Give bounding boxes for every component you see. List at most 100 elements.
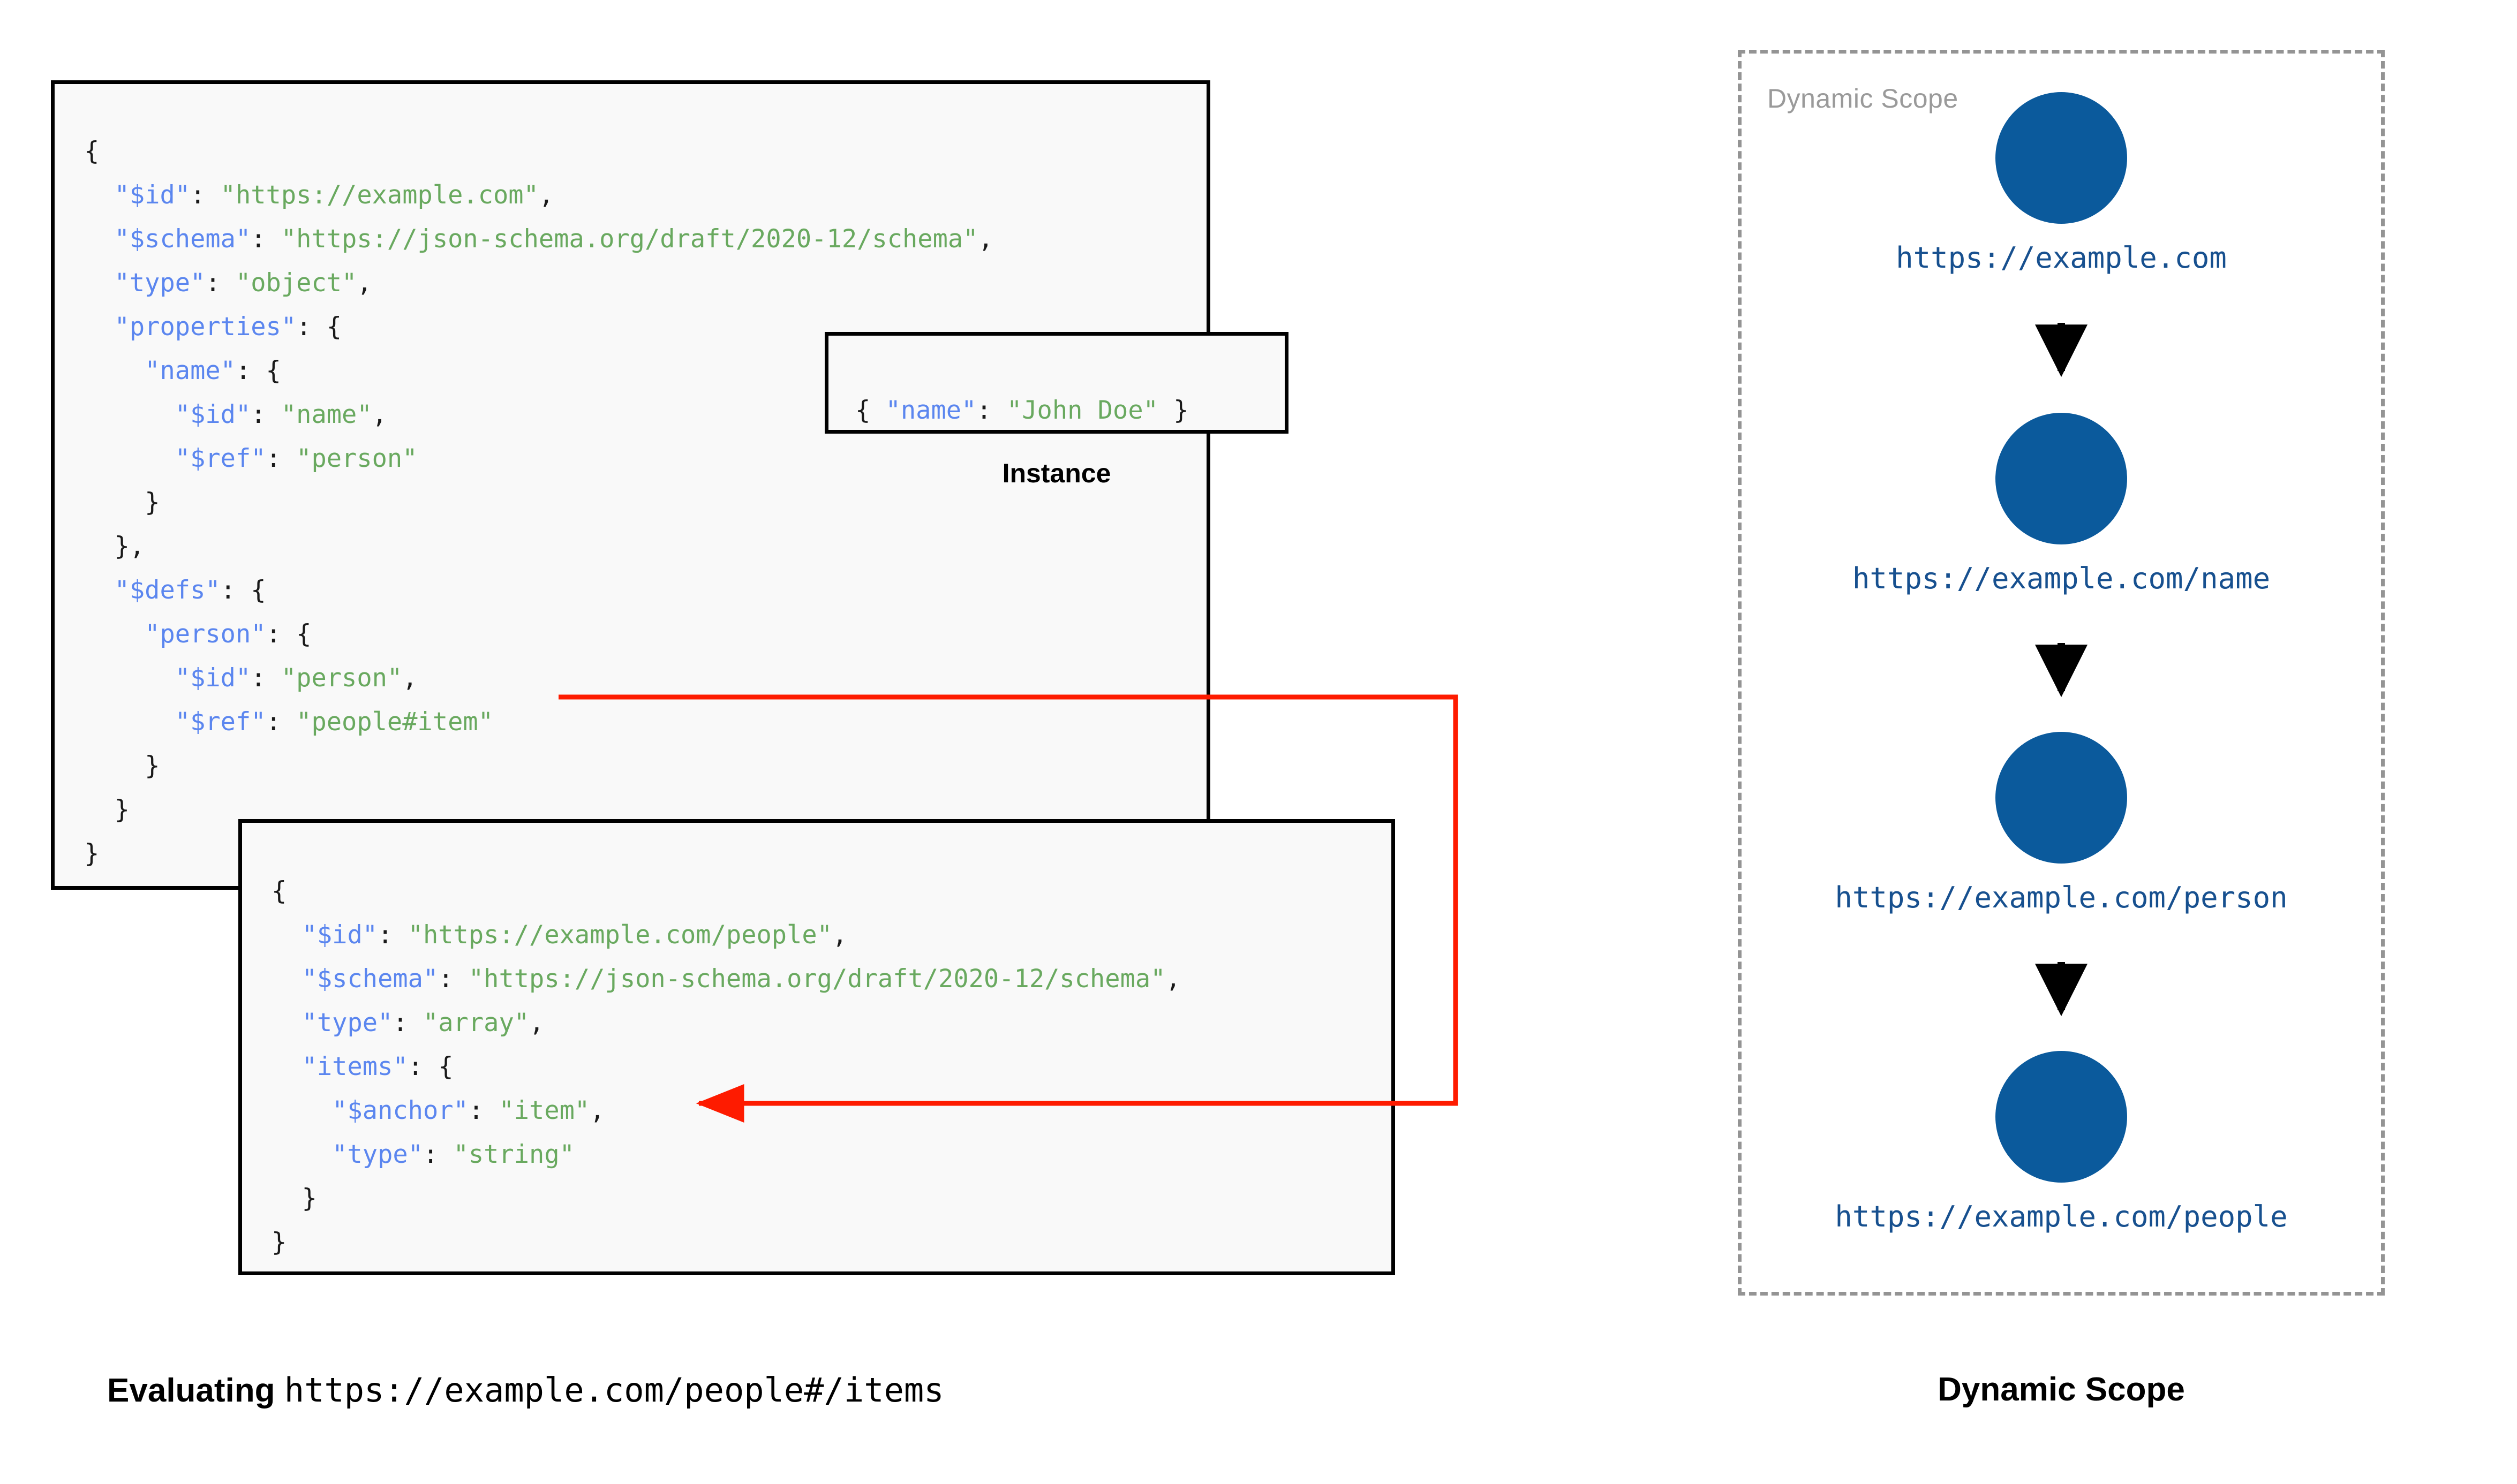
code-token-k: "$id" (175, 663, 251, 693)
code-token-s: "https://example.com" (220, 180, 539, 210)
code-token-p: : { (235, 356, 281, 385)
code-token-k: "$ref" (175, 707, 266, 737)
code-line: } (84, 488, 160, 517)
code-token-s: "https://json-schema.org/draft/2020-12/s… (281, 224, 978, 254)
code-token-p: : (438, 964, 469, 994)
code-line: "type": "string" (272, 1140, 575, 1169)
code-token-s: "https://example.com/people" (408, 920, 832, 950)
dynamic-scope-panel-label: Dynamic Scope (1767, 84, 1958, 113)
code-token-p: , (538, 180, 554, 210)
right-caption: Dynamic Scope (1938, 1371, 2185, 1408)
instance-code: { "name": "John Doe" } (855, 389, 1189, 433)
code-token-p: : { (266, 619, 312, 649)
code-token-p: { (84, 137, 100, 166)
code-line: "items": { (272, 1052, 454, 1081)
code-token-p: } (302, 1184, 317, 1213)
code-token-p: : (393, 1008, 423, 1038)
dynamic-scope-node (1995, 1051, 2127, 1183)
code-token-p: , (1165, 964, 1181, 994)
code-token-p: : (251, 224, 281, 254)
code-token-k: "$id" (114, 180, 191, 210)
code-token-k: "type" (114, 268, 206, 298)
code-token-k: "type" (302, 1008, 393, 1038)
code-token-p: } (1158, 396, 1189, 425)
left-caption-label: Evaluating (107, 1372, 275, 1409)
code-line: "$id": "name", (84, 400, 387, 429)
code-token-k: "$defs" (114, 576, 221, 605)
code-line: "$schema": "https://json-schema.org/draf… (84, 224, 993, 254)
code-token-p: }, (114, 532, 145, 561)
dynamic-scope-node-label: https://example.com/people (1835, 1200, 2288, 1233)
code-token-p: : (266, 707, 297, 737)
code-line: } (272, 1184, 317, 1213)
code-token-p: , (529, 1008, 545, 1038)
code-line: "$id": "https://example.com/people", (272, 920, 848, 950)
code-token-p: , (978, 224, 993, 254)
code-token-p: , (372, 400, 387, 429)
code-line: } (84, 839, 99, 868)
code-token-p: } (145, 488, 160, 517)
code-token-k: "$anchor" (332, 1096, 469, 1125)
code-token-p: : (378, 920, 408, 950)
code-token-s: "person" (296, 444, 418, 473)
code-token-s: "people#item" (296, 707, 494, 737)
code-line: "person": { (84, 619, 311, 649)
code-token-p: { (272, 876, 287, 906)
code-line: "$schema": "https://json-schema.org/draf… (272, 964, 1181, 994)
code-token-k: "$schema" (114, 224, 251, 254)
code-token-s: "person" (281, 663, 403, 693)
code-line: { "name": "John Doe" } (855, 396, 1189, 425)
code-token-s: "name" (281, 400, 372, 429)
code-token-k: "person" (145, 619, 266, 649)
code-line: "$ref": "person" (84, 444, 418, 473)
code-token-s: "object" (235, 268, 357, 298)
code-token-k: "type" (332, 1140, 423, 1169)
code-line: "$ref": "people#item" (84, 707, 493, 737)
code-token-p: : (251, 663, 281, 693)
code-line: } (84, 751, 160, 781)
code-token-p: , (832, 920, 848, 950)
dynamic-scope-node (1995, 92, 2127, 224)
code-token-p: : (423, 1140, 454, 1169)
people-schema-box: { "$id": "https://example.com/people", "… (238, 819, 1395, 1275)
code-line: "$id": "https://example.com", (84, 180, 554, 210)
code-token-p: : (266, 444, 297, 473)
code-token-p: : (468, 1096, 499, 1125)
code-token-p: } (145, 751, 160, 781)
code-token-p: , (590, 1096, 605, 1125)
code-line: "$anchor": "item", (272, 1096, 605, 1125)
code-token-s: "item" (499, 1096, 590, 1125)
code-token-p: : (976, 396, 1007, 425)
code-token-s: "array" (423, 1008, 530, 1038)
code-token-p: : { (220, 576, 266, 605)
code-token-s: "https://json-schema.org/draft/2020-12/s… (468, 964, 1166, 994)
code-line: "$id": "person", (84, 663, 418, 693)
code-token-p: : (190, 180, 221, 210)
code-line: "$defs": { (84, 576, 266, 605)
code-token-p: { (855, 396, 886, 425)
code-token-s: "John Doe" (1006, 396, 1158, 425)
instance-caption: Instance (1002, 458, 1111, 488)
code-line: "type": "array", (272, 1008, 545, 1038)
dynamic-scope-node (1995, 413, 2127, 544)
code-line: } (84, 795, 130, 824)
code-line: "type": "object", (84, 268, 372, 298)
code-token-p: , (402, 663, 418, 693)
code-token-p: : { (296, 312, 342, 342)
code-token-k: "$id" (302, 920, 378, 950)
code-token-p: } (272, 1228, 287, 1257)
code-token-p: : (205, 268, 236, 298)
people-schema-code: { "$id": "https://example.com/people", "… (272, 869, 1181, 1265)
code-token-s: "string" (453, 1140, 575, 1169)
code-line: "name": { (84, 356, 281, 385)
code-line: } (272, 1228, 287, 1257)
code-token-k: "$schema" (302, 964, 439, 994)
code-token-p: } (84, 839, 100, 868)
code-token-k: "name" (885, 396, 977, 425)
code-line: { (84, 137, 99, 166)
left-caption: Evaluating https://example.com/people#/i… (107, 1371, 944, 1410)
code-token-p: : (251, 400, 281, 429)
left-caption-uri: https://example.com/people#/items (284, 1371, 944, 1410)
code-line: { (272, 876, 287, 906)
code-token-k: "items" (302, 1052, 408, 1081)
